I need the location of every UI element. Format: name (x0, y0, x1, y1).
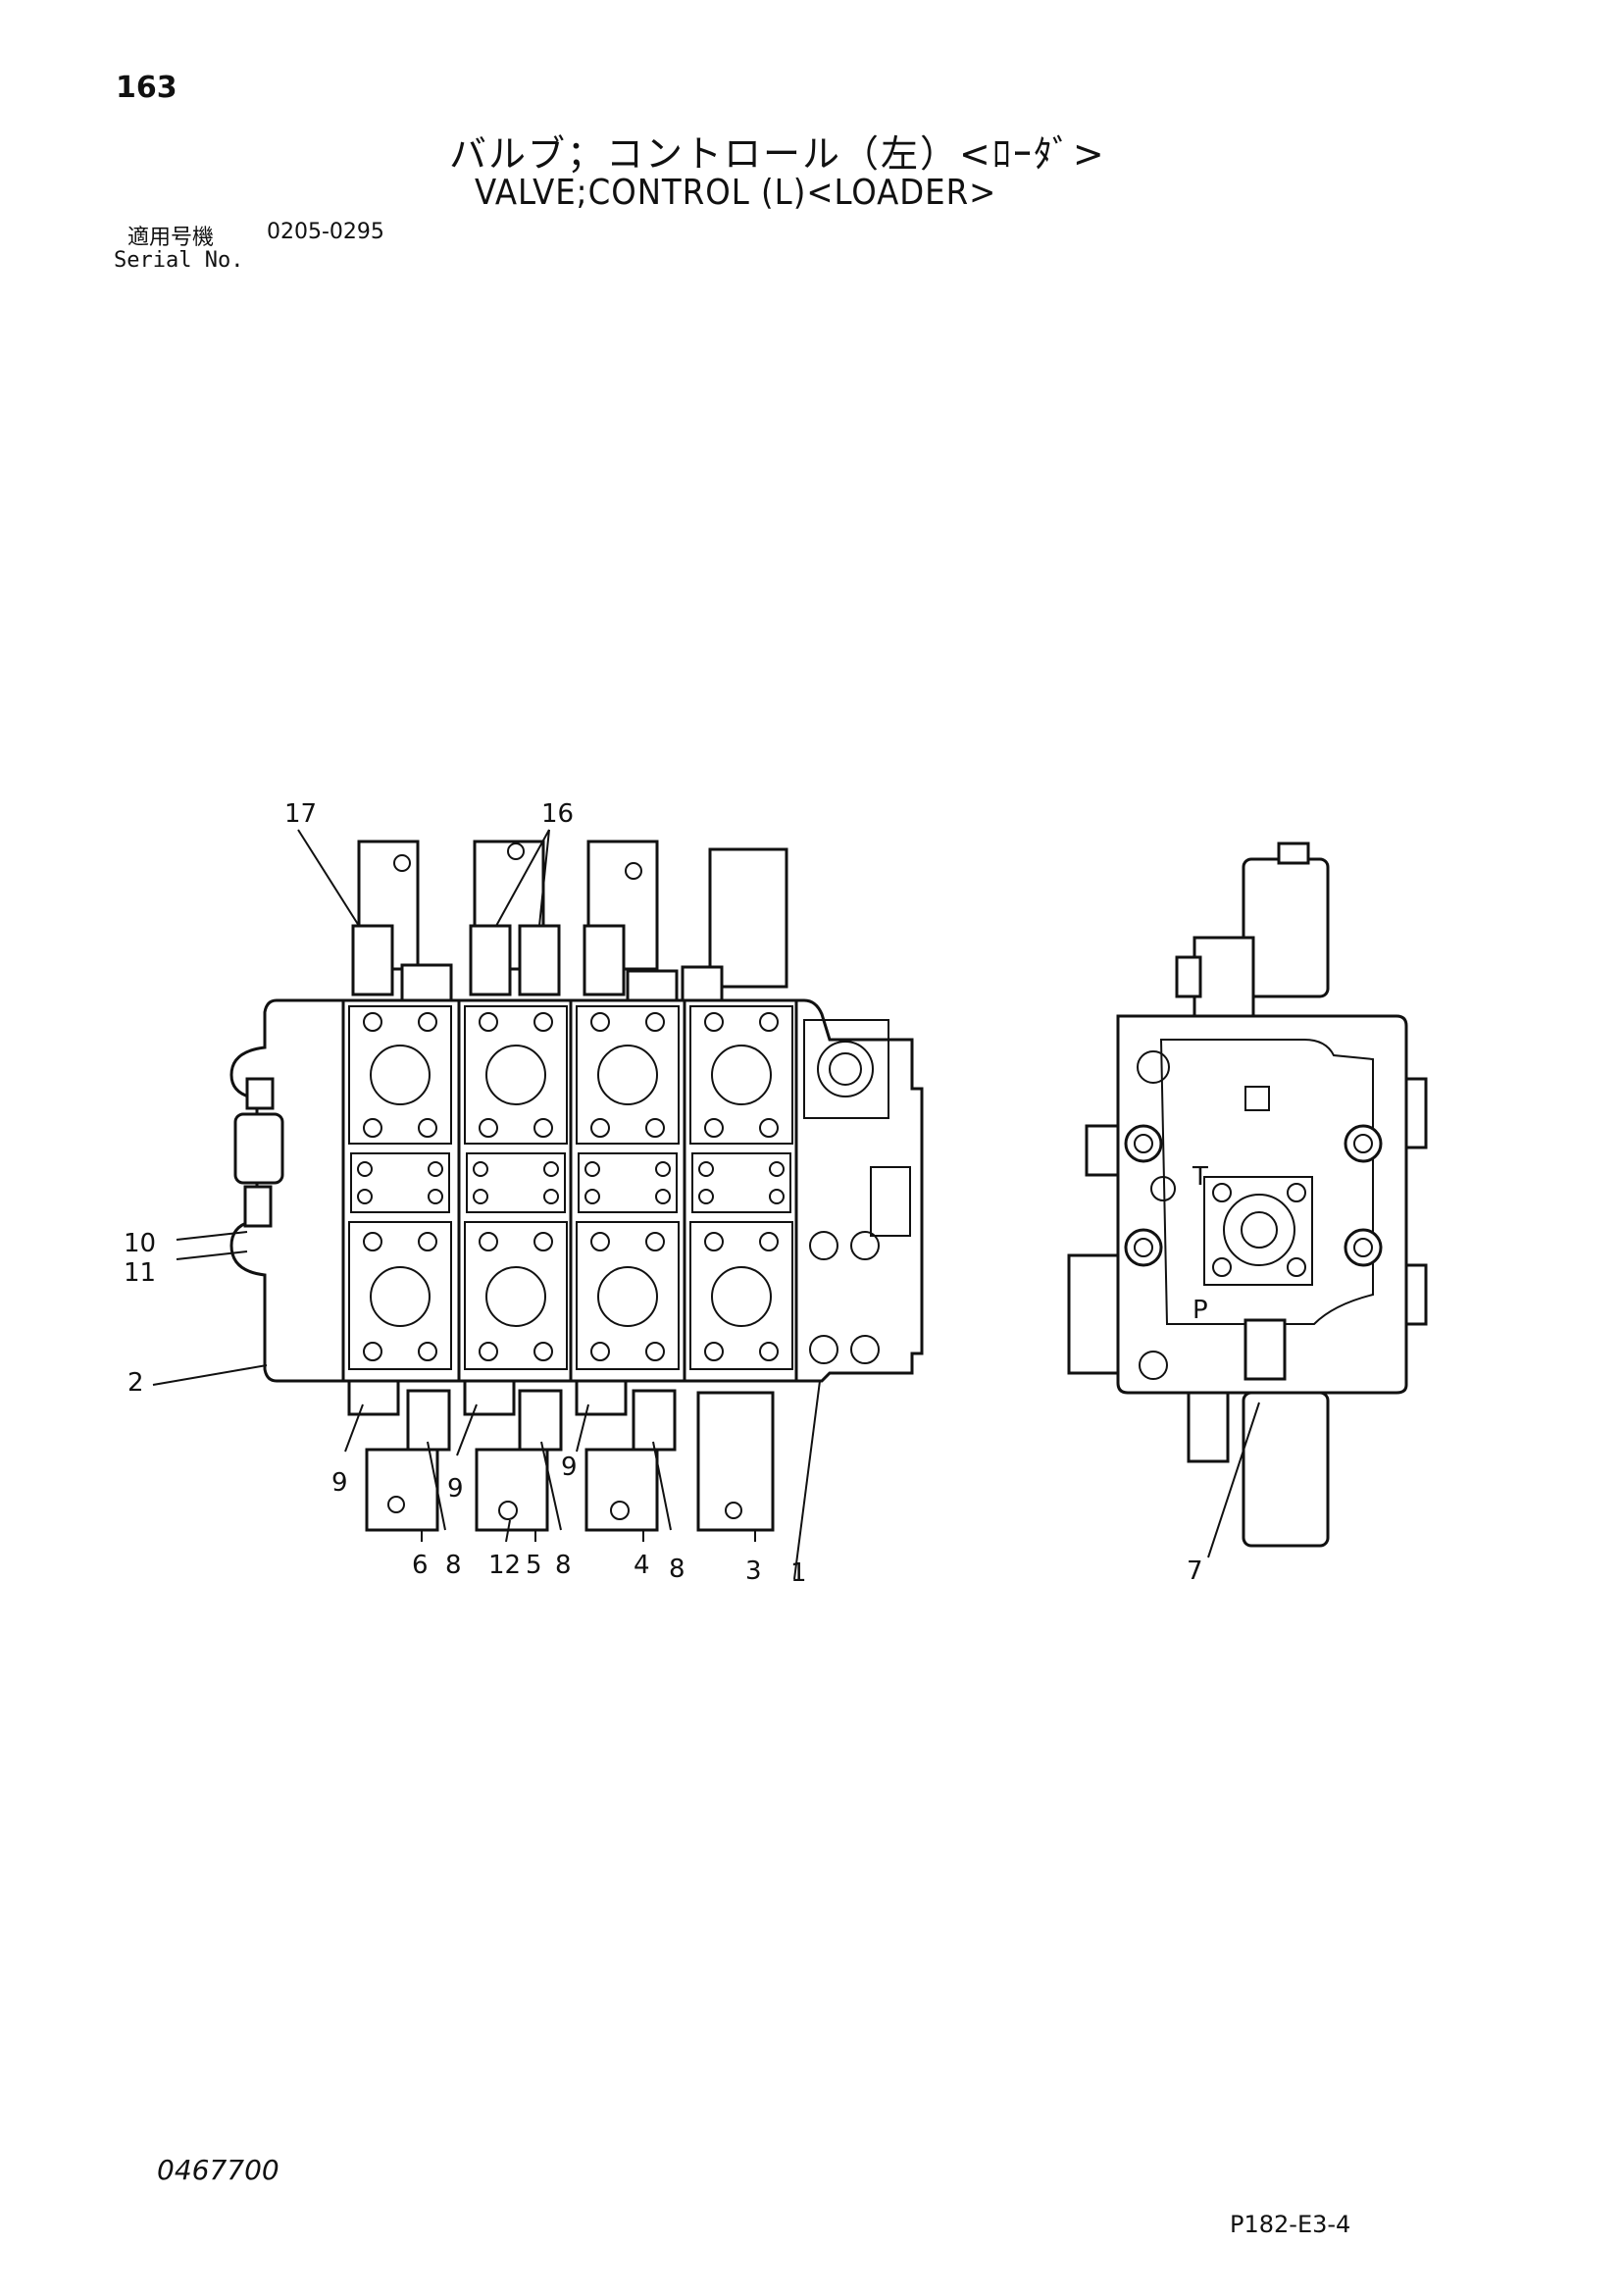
callout-16: 16 (541, 799, 574, 829)
page-code: P182-E3-4 (1230, 2211, 1351, 2238)
serial-range: 0205-0295 (267, 220, 384, 244)
callout-9-3: 9 (561, 1453, 578, 1482)
callout-1: 1 (790, 1558, 807, 1588)
callout-8-3: 8 (669, 1555, 685, 1584)
side-housing (1116, 1014, 1408, 1395)
callout-11: 11 (124, 1258, 156, 1288)
page-number: 163 (116, 71, 178, 105)
spool-cap-bottom-3 (584, 1448, 659, 1532)
callout-6: 6 (412, 1551, 429, 1580)
spool-cap-bottom-4 (696, 1391, 775, 1532)
spool-cap-bottom-2 (475, 1448, 549, 1532)
relief-valve-16b (518, 924, 561, 996)
callout-7: 7 (1187, 1556, 1203, 1586)
valve-housing (229, 998, 924, 1383)
callout-5: 5 (526, 1551, 542, 1580)
callout-8-2: 8 (555, 1551, 572, 1580)
callout-9-2: 9 (447, 1474, 464, 1504)
relief-valve-16c (583, 924, 626, 996)
callout-3: 3 (745, 1556, 762, 1586)
relief-valve-16a (469, 924, 512, 996)
callout-10: 10 (124, 1229, 156, 1258)
front-view: 17 16 10 11 2 9 9 9 6 8 12 5 8 4 8 3 1 (124, 799, 924, 1588)
title-english: VALVE;CONTROL (L)<LOADER> (475, 173, 997, 213)
solenoid-top (1242, 857, 1330, 998)
serial-label-japanese: 適用号機 (127, 226, 215, 250)
callout-12: 12 (488, 1551, 521, 1580)
side-view: T P 7 (1067, 842, 1428, 1586)
callout-9-1: 9 (331, 1468, 348, 1498)
callout-8-1: 8 (445, 1551, 462, 1580)
port-label-p: P (1193, 1296, 1208, 1325)
serial-label-english: Serial No. (114, 248, 244, 273)
port-label-t: T (1192, 1162, 1208, 1192)
title-japanese: バルブ；コントロール（左）<ﾛｰﾀﾞ> (449, 132, 1106, 176)
callout-17: 17 (284, 799, 317, 829)
callout-4: 4 (634, 1551, 650, 1580)
spool-cap-top-4 (708, 847, 788, 989)
spool-cap-bottom-1 (365, 1448, 439, 1532)
relief-valve-17 (351, 924, 394, 996)
callout-2: 2 (127, 1368, 144, 1398)
solenoid-bottom (1242, 1391, 1330, 1548)
catalog-number: 0467700 (157, 2154, 279, 2186)
